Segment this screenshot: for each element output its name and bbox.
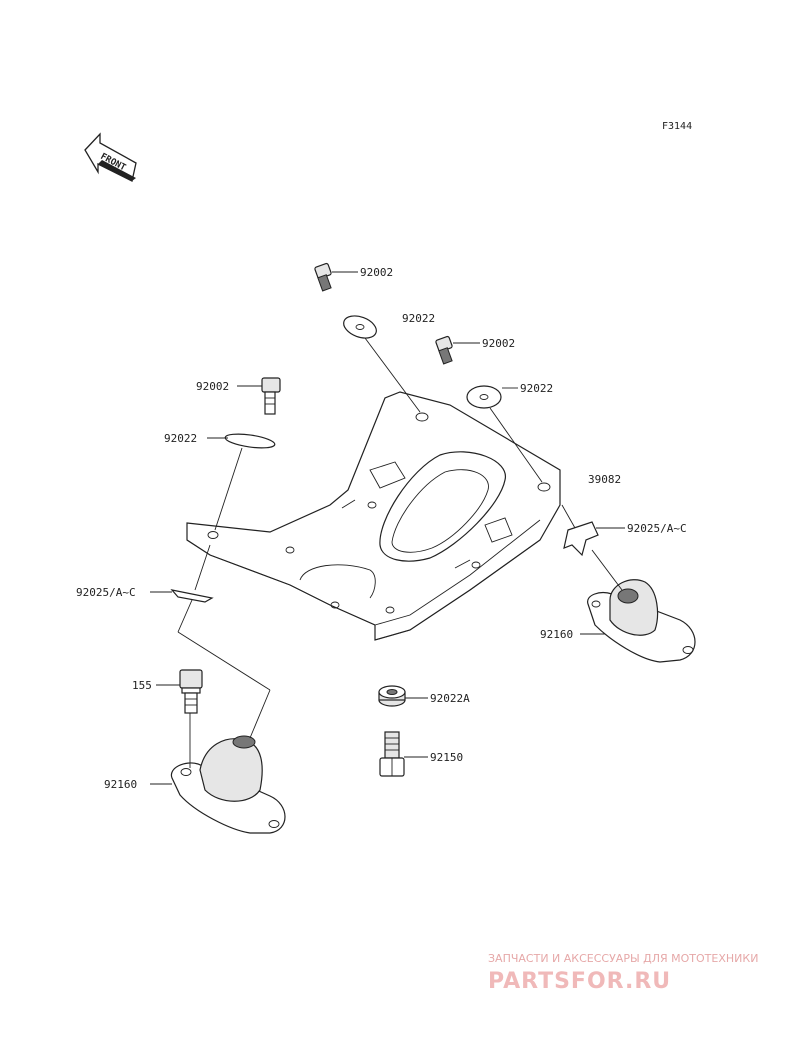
washer-left (224, 433, 276, 449)
bolt-right (435, 335, 453, 365)
label-washer-right: 92022 (520, 382, 553, 395)
label-bolt-155: 155 (132, 679, 152, 692)
label-bolt-left: 92002 (196, 380, 229, 393)
stud (379, 731, 405, 777)
label-bolt-right: 92002 (482, 337, 515, 350)
bolt-top (314, 262, 332, 292)
label-shim-left: 92025/A~C (76, 586, 136, 599)
diagram-code: F3144 (662, 121, 692, 132)
label-mount-right: 92160 (540, 628, 573, 641)
bolt-left (261, 377, 281, 415)
engine-mount-bracket (186, 391, 561, 641)
label-washer-top: 92022 (402, 312, 435, 325)
mount-right (587, 579, 696, 663)
shim-left (170, 589, 214, 603)
washer-top (343, 315, 377, 339)
label-bolt-top: 92002 (360, 266, 393, 279)
front-arrow-icon: FRONT (84, 132, 137, 182)
shim-right (563, 521, 599, 557)
washer-right (466, 385, 502, 409)
watermark-logo: PARTSFOR.RU (488, 969, 671, 994)
label-mount-left: 92160 (104, 778, 137, 791)
label-shim-right: 92025/A~C (627, 522, 687, 535)
label-washer-a: 92022A (430, 692, 470, 705)
washer-a (378, 685, 406, 707)
leader-lines (150, 271, 625, 785)
label-stud: 92150 (430, 751, 463, 764)
label-bracket: 39082 (588, 473, 621, 486)
watermark-tagline: ЗАПЧАСТИ И АКСЕССУАРЫ ДЛЯ МОТОТЕХНИКИ (488, 952, 758, 965)
bolt-155 (179, 669, 203, 714)
label-washer-left: 92022 (164, 432, 197, 445)
mount-left (170, 735, 286, 834)
